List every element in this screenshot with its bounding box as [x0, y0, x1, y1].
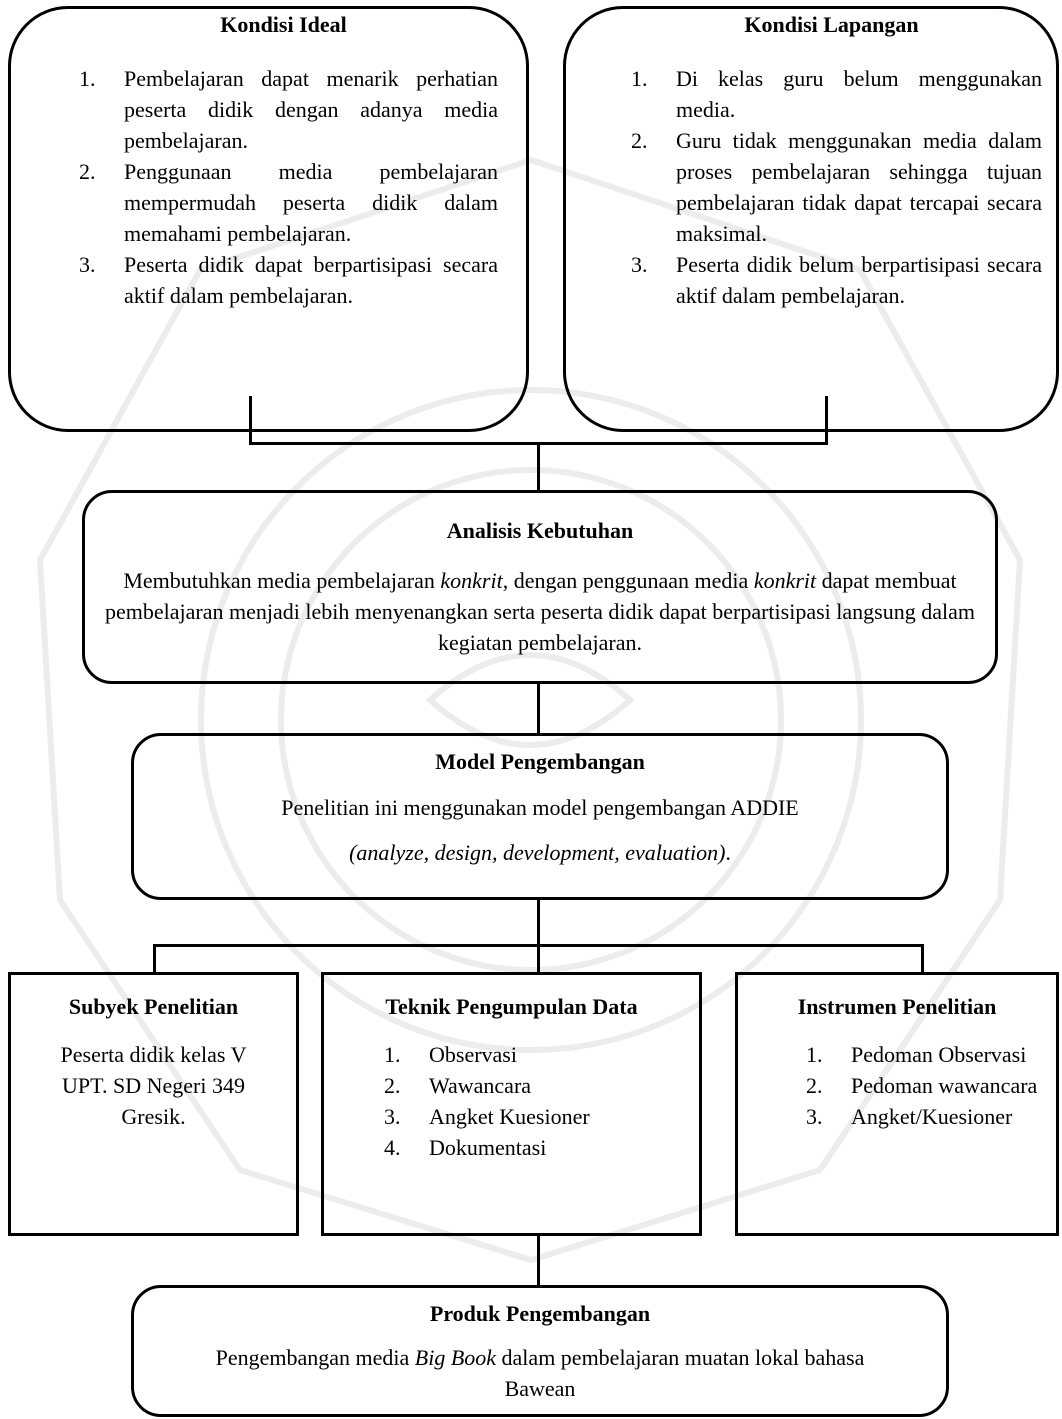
produk-pengembangan-box: Produk Pengembangan Pengembangan media B… [131, 1285, 949, 1417]
teknik-list: 1.Observasi 2.Wawancara 3.Angket Kuesion… [374, 1039, 699, 1163]
teknik-title: Teknik Pengumpulan Data [385, 994, 638, 1019]
analisis-title: Analisis Kebutuhan [446, 518, 634, 543]
analisis-kebutuhan-box: Analisis Kebutuhan Membutuhkan media pem… [82, 490, 998, 684]
instrumen-penelitian-box: Instrumen Penelitian 1.Pedoman Observasi… [735, 972, 1059, 1236]
instrumen-list: 1.Pedoman Observasi 2.Pedoman wawancara … [796, 1039, 1046, 1132]
list-item: 3.Angket/Kuesioner [806, 1104, 1013, 1129]
list-item: 3.Peserta didik dapat berpartisipasi sec… [79, 252, 498, 308]
model-line2: (analyze, design, development, evaluatio… [349, 840, 731, 865]
model-line1: Penelitian ini menggunakan model pengemb… [281, 795, 799, 820]
teknik-pengumpulan-box: Teknik Pengumpulan Data 1.Observasi 2.Wa… [321, 972, 702, 1236]
model-pengembangan-box: Model Pengembangan Penelitian ini menggu… [131, 733, 949, 900]
kondisi-lapangan-list: 1.Di kelas guru belum menggunakan media.… [621, 63, 1042, 311]
kondisi-lapangan-box: Kondisi Lapangan 1.Di kelas guru belum m… [563, 6, 1059, 432]
list-item: 1.Pedoman Observasi [806, 1042, 1027, 1067]
connector-to-produk [537, 1236, 540, 1286]
connector-ideal-down [249, 396, 252, 444]
subyek-text: Peserta didik kelas V UPT. SD Negeri 349… [60, 1042, 247, 1129]
list-item: 3.Peserta didik belum berpartisipasi sec… [631, 252, 1042, 308]
list-item: 4.Dokumentasi [384, 1135, 547, 1160]
connector-to-instrumen [921, 944, 924, 974]
list-item: 2.Guru tidak menggunakan media dalam pro… [631, 128, 1042, 246]
subyek-title: Subyek Penelitian [68, 994, 239, 1019]
list-item: 1.Di kelas guru belum menggunakan media. [631, 66, 1042, 122]
connector-model-branch [537, 898, 540, 946]
connector-analisis-model [537, 682, 540, 734]
subyek-penelitian-box: Subyek Penelitian Peserta didik kelas V … [8, 972, 299, 1236]
list-item: 2.Pedoman wawancara [806, 1073, 1038, 1098]
kondisi-ideal-title: Kondisi Ideal [220, 12, 347, 37]
connector-to-teknik [537, 944, 540, 974]
kondisi-ideal-list: 1.Pembelajaran dapat menarik perhatian p… [69, 63, 498, 311]
analisis-text: Membutuhkan media pembelajaran konkrit, … [105, 568, 975, 655]
list-item: 1.Pembelajaran dapat menarik perhatian p… [79, 66, 498, 153]
kondisi-ideal-box: Kondisi Ideal 1.Pembelajaran dapat menar… [8, 6, 529, 432]
list-item: 1.Observasi [384, 1042, 517, 1067]
produk-title: Produk Pengembangan [429, 1301, 651, 1326]
kondisi-lapangan-title: Kondisi Lapangan [744, 12, 919, 37]
list-item: 3.Angket Kuesioner [384, 1104, 590, 1129]
connector-to-analisis [537, 442, 540, 492]
model-title: Model Pengembangan [435, 749, 645, 774]
connector-to-subyek [153, 944, 156, 974]
list-item: 2.Penggunaan media pembelajaran mempermu… [79, 159, 498, 246]
connector-lapangan-down [825, 396, 828, 444]
list-item: 2.Wawancara [384, 1073, 532, 1098]
produk-text: Pengembangan media Big Book dalam pembel… [215, 1345, 865, 1401]
instrumen-title: Instrumen Penelitian [797, 994, 997, 1019]
